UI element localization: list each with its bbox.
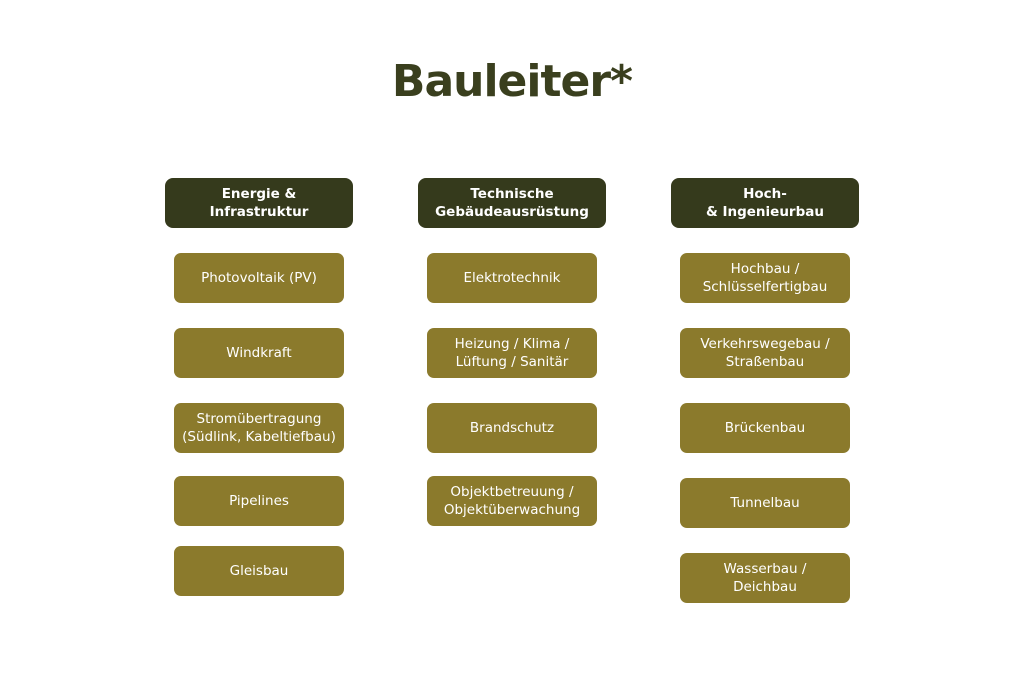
category-box: Gleisbau (174, 546, 344, 596)
category-box: Brückenbau (680, 403, 850, 453)
category-box: Photovoltaik (PV) (174, 253, 344, 303)
category-box: Verkehrswegebau / Straßenbau (680, 328, 850, 378)
category-box: Wasserbau / Deichbau (680, 553, 850, 603)
category-box: Pipelines (174, 476, 344, 526)
column-header-energie: Energie & Infrastruktur (165, 178, 353, 228)
category-box: Tunnelbau (680, 478, 850, 528)
category-box: Windkraft (174, 328, 344, 378)
category-box: Stromübertragung (Südlink, Kabeltiefbau) (174, 403, 344, 453)
category-box: Heizung / Klima / Lüftung / Sanitär (427, 328, 597, 378)
category-box: Objektbetreuung / Objektüberwachung (427, 476, 597, 526)
page-title: Bauleiter* (391, 56, 633, 107)
category-box: Elektrotechnik (427, 253, 597, 303)
column-header-hochbau: Hoch- & Ingenieurbau (671, 178, 859, 228)
column-header-tga: Technische Gebäudeausrüstung (418, 178, 606, 228)
category-box: Hochbau / Schlüsselfertigbau (680, 253, 850, 303)
category-box: Brandschutz (427, 403, 597, 453)
